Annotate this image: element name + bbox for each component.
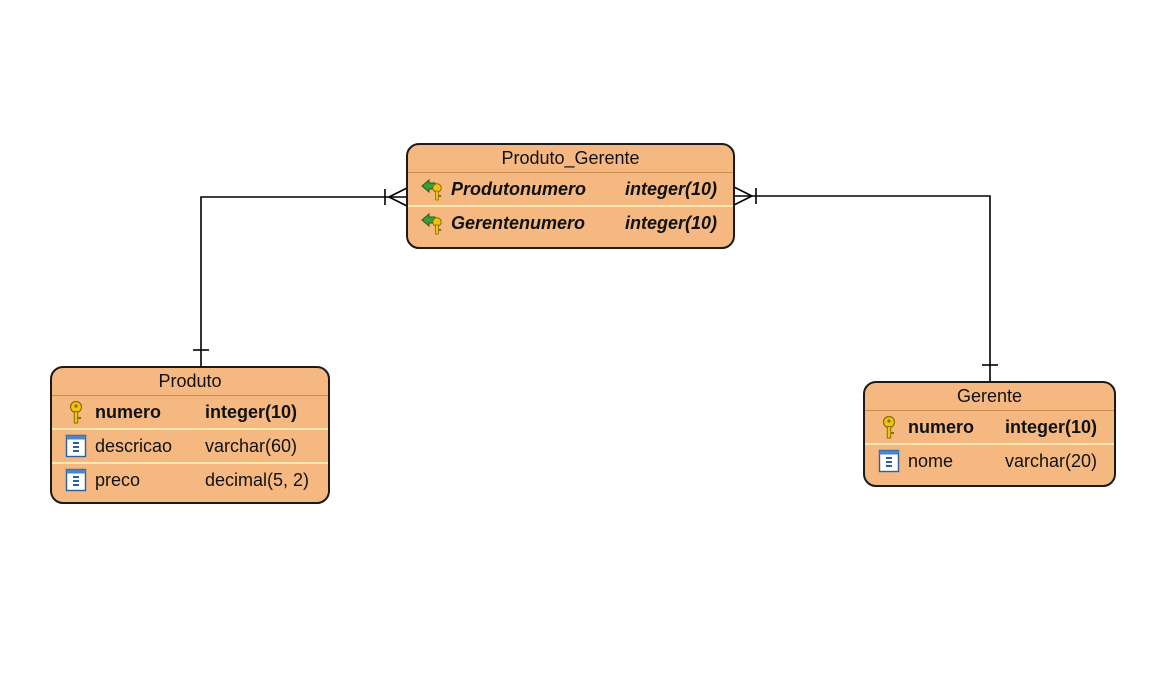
column-row[interactable]: nome varchar(20): [865, 443, 1114, 477]
column-type: varchar(20): [1005, 451, 1098, 471]
column-row[interactable]: Produtonumero integer(10): [408, 173, 733, 205]
entity-produto-gerente[interactable]: Produto_Gerente Produtonumero integer(10…: [406, 143, 735, 249]
column-name: numero: [95, 402, 162, 422]
column-name: Produtonumero: [451, 179, 586, 199]
column-row[interactable]: Gerentenumero integer(10): [408, 205, 733, 239]
entity-produto[interactable]: Produto numero integer(10) descricao var…: [50, 366, 330, 504]
crowfoot-gerente-side: [733, 186, 754, 206]
column-name: Gerentenumero: [451, 213, 586, 233]
column-icon: [65, 434, 87, 458]
column-row[interactable]: numero integer(10): [52, 396, 328, 428]
column-row[interactable]: preco decimal(5, 2): [52, 462, 328, 496]
column-type: varchar(60): [205, 436, 298, 456]
entity-title: Produto: [52, 368, 328, 396]
column-type: decimal(5, 2): [205, 470, 310, 490]
column-row[interactable]: descricao varchar(60): [52, 428, 328, 462]
column-row[interactable]: numero integer(10): [865, 411, 1114, 443]
foreign-primary-key-icon: [421, 178, 442, 201]
entity-title: Gerente: [865, 383, 1114, 411]
column-type: integer(10): [1005, 417, 1098, 437]
column-name: preco: [95, 470, 141, 490]
column-name: nome: [908, 451, 954, 471]
relationship-produto-line[interactable]: [200, 196, 407, 366]
column-type: integer(10): [205, 402, 298, 422]
primary-key-icon: [69, 400, 83, 424]
column-name: descricao: [95, 436, 173, 456]
column-name: numero: [908, 417, 975, 437]
column-icon: [65, 468, 87, 492]
column-type: integer(10): [625, 213, 718, 233]
primary-key-icon: [882, 415, 896, 439]
entity-title: Produto_Gerente: [408, 145, 733, 173]
relationship-gerente-line[interactable]: [734, 195, 991, 381]
crowfoot-produto-side: [387, 187, 408, 207]
column-icon: [878, 449, 900, 473]
column-type: integer(10): [625, 179, 718, 199]
foreign-primary-key-icon: [421, 212, 442, 235]
entity-gerente[interactable]: Gerente numero integer(10) nome varchar(…: [863, 381, 1116, 487]
